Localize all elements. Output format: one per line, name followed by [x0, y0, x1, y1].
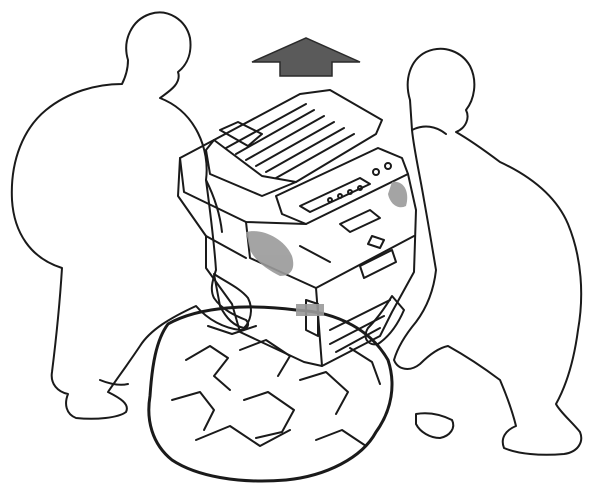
person-right	[394, 49, 581, 455]
grip-marker-right	[388, 182, 407, 207]
grip-markers	[246, 182, 407, 316]
multifunction-printer	[178, 90, 416, 366]
up-arrow-icon	[252, 38, 360, 76]
person-left	[12, 12, 248, 418]
plastic-bag	[149, 307, 392, 481]
grip-marker-left	[246, 231, 293, 276]
grip-marker-front	[296, 304, 324, 316]
